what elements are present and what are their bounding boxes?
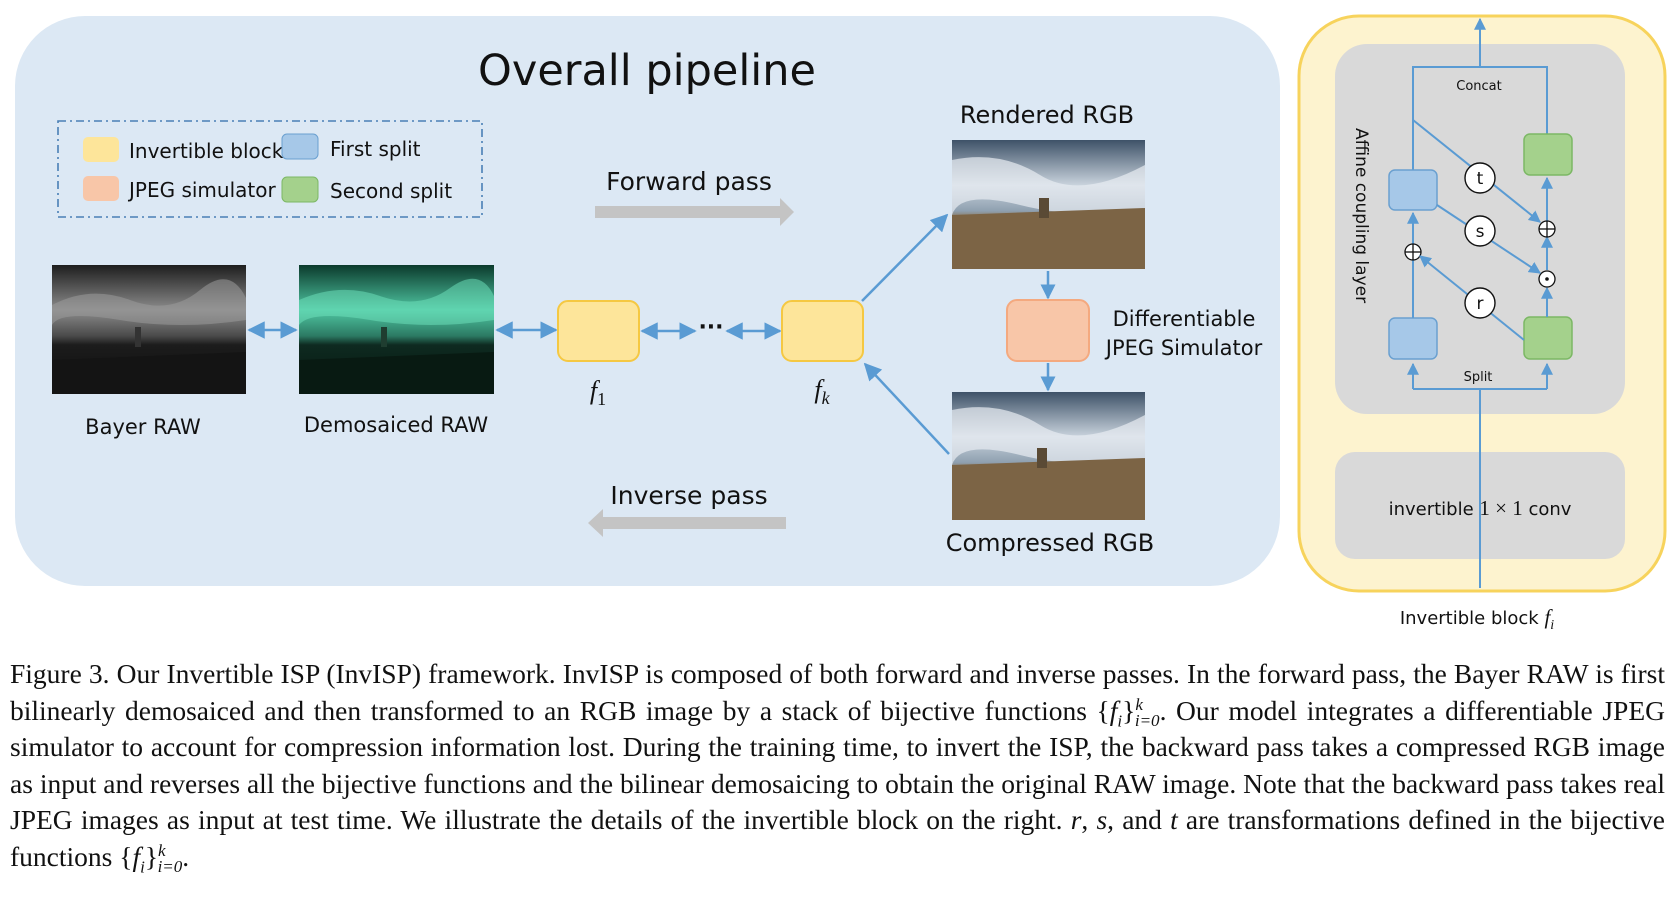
r-node: [1464, 287, 1496, 319]
inverse-pass-label: Inverse pass: [610, 481, 767, 510]
diff-jpeg-label-1: Differentiable: [1113, 307, 1256, 331]
pipeline-title: Overall pipeline: [478, 46, 816, 96]
forward-pass-label: Forward pass: [606, 167, 772, 196]
affine-coupling-title: Affine coupling layer: [1351, 128, 1371, 303]
rendered-rgb-image: [952, 140, 1145, 269]
invertible-block-fk: [781, 300, 864, 362]
legend-swatch-invertible: [83, 137, 119, 162]
legend: Invertible block First split JPEG simula…: [57, 120, 483, 218]
invertible-block-caption: Invertible block fi: [1400, 605, 1554, 633]
fk-label: fk: [814, 375, 830, 408]
svg-text:t: t: [1477, 169, 1484, 189]
fk-rendered-arrow: [861, 213, 949, 302]
f1-label: f1: [590, 376, 606, 409]
figure-caption: Figure 3. Our Invertible ISP (InvISP) fr…: [10, 658, 1666, 876]
concat-label: Concat: [1456, 79, 1501, 94]
diff-jpeg-label-2: JPEG Simulator: [1104, 336, 1263, 360]
first-split-box-bottom: [1388, 317, 1438, 360]
second-split-box-top: [1523, 133, 1573, 176]
compressed-rgb-label: Compressed RGB: [946, 529, 1155, 557]
legend-label-invertible: Invertible block: [129, 139, 284, 163]
svg-text:r: r: [1477, 294, 1484, 314]
first-split-box-top: [1388, 169, 1438, 211]
figure-diagram: Overall pipeline Invertible block First …: [15, 14, 1667, 633]
ellipsis: ···: [698, 315, 723, 340]
legend-swatch-jpeg: [83, 176, 119, 201]
second-split-box-bottom: [1523, 316, 1573, 360]
inverse-pass-arrow: [588, 509, 786, 537]
compressed-rgb-image: [952, 392, 1145, 520]
forward-pass-arrow: [595, 198, 794, 226]
jpeg-simulator-block: [1006, 299, 1090, 362]
legend-swatch-first-split: [281, 133, 319, 160]
s-node: [1464, 215, 1496, 247]
bayer-raw-image: [52, 265, 246, 394]
compressed-fk-arrow: [863, 362, 950, 455]
svg-text:s: s: [1476, 222, 1485, 242]
bayer-raw-label: Bayer RAW: [85, 415, 201, 439]
invertible-block-f1: [557, 300, 640, 362]
split-label: Split: [1464, 370, 1493, 385]
demosaiced-raw-label: Demosaiced RAW: [304, 413, 488, 437]
legend-label-first-split: First split: [330, 137, 421, 161]
demosaiced-raw-image: [299, 265, 494, 394]
conv-label: invertible 1 × 1 conv: [1389, 496, 1572, 520]
concat-line: [1412, 66, 1548, 170]
legend-label-second-split: Second split: [330, 179, 452, 203]
t-node: [1464, 162, 1496, 194]
legend-label-jpeg: JPEG simulator: [127, 178, 276, 202]
rendered-rgb-label: Rendered RGB: [960, 101, 1134, 129]
legend-swatch-second-split: [281, 176, 319, 203]
